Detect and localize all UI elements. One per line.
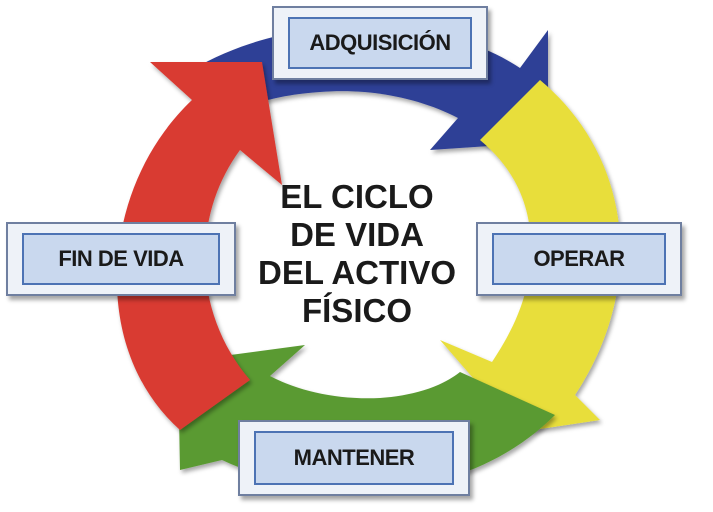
stage-fin-de-vida: FIN DE VIDA <box>6 222 236 296</box>
center-title-line: DE VIDA <box>290 216 424 253</box>
stage-mantener: MANTENER <box>238 420 470 496</box>
center-title-line: EL CICLO <box>280 178 434 215</box>
stage-operar-inner: OPERAR <box>492 233 666 285</box>
arrow-yellow-operar <box>440 80 621 432</box>
stage-operar: OPERAR <box>476 222 682 296</box>
center-title-line: FÍSICO <box>301 292 412 329</box>
stage-adquisicion: ADQUISICIÓN <box>272 6 488 80</box>
stage-fin-de-vida-label: FIN DE VIDA <box>58 246 184 271</box>
stage-mantener-inner: MANTENER <box>254 431 454 485</box>
stage-adquisicion-inner: ADQUISICIÓN <box>288 17 472 69</box>
stage-adquisicion-label: ADQUISICIÓN <box>309 30 451 55</box>
center-title-line: DEL ACTIVO <box>257 254 457 291</box>
center-title: EL CICLO DE VIDA DEL ACTIVO FÍSICO <box>222 178 492 330</box>
stage-fin-de-vida-inner: FIN DE VIDA <box>22 233 220 285</box>
stage-mantener-label: MANTENER <box>293 445 415 470</box>
stage-operar-label: OPERAR <box>533 246 625 271</box>
